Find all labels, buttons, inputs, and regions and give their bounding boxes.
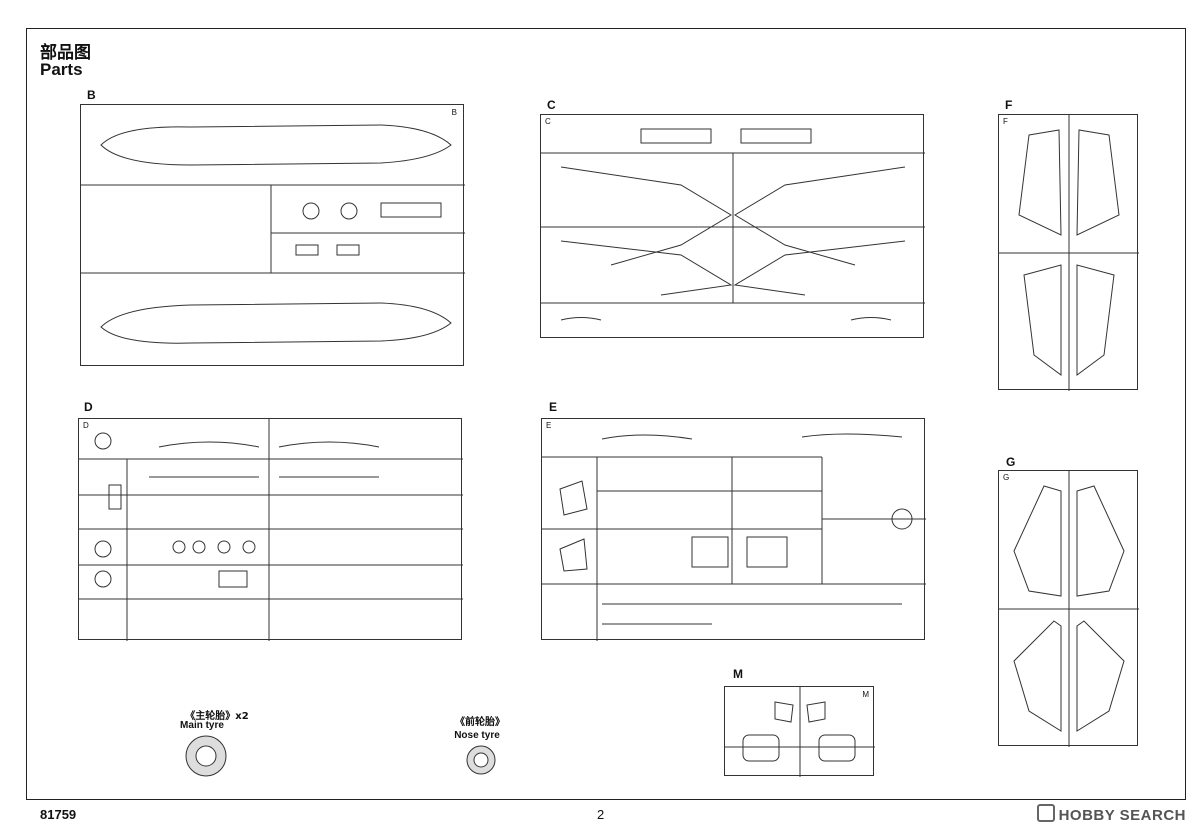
sprue-m-drawing <box>725 687 875 777</box>
nose-tyre-drawing <box>466 745 496 775</box>
sprue-e-letter: E <box>549 400 558 414</box>
sprue-f-letter: F <box>1005 98 1013 112</box>
sprue-e-drawing <box>542 433 926 641</box>
sprue-g-letter: G <box>1006 455 1016 469</box>
sprue-d-drawing <box>79 419 463 641</box>
sprue-b-drawing <box>81 124 465 344</box>
sprue-c-tag: C <box>545 117 551 126</box>
title-english: Parts <box>40 60 83 79</box>
sprue-e: E <box>541 418 926 641</box>
watermark-icon <box>1036 804 1055 822</box>
sprue-g-tag: G <box>1003 473 1010 482</box>
main-tyre-label-en: Main tyre <box>180 720 224 731</box>
sprue-f-tag: F <box>1003 117 1008 126</box>
sprue-b: B <box>80 104 465 366</box>
sprue-d: D <box>78 418 463 641</box>
sprue-f: F <box>998 114 1139 391</box>
page-frame <box>26 28 1186 800</box>
sprue-m: M <box>724 686 875 777</box>
sprue-b-tag: B <box>451 108 457 117</box>
main-tyre-drawing <box>185 735 227 777</box>
product-code: 81759 <box>40 807 77 822</box>
sprue-m-tag: M <box>862 690 869 699</box>
watermark: HOBBY SEARCH <box>1036 804 1186 824</box>
sprue-m-letter: M <box>733 667 743 681</box>
sprue-d-tag: D <box>83 421 89 430</box>
main-tyre-label-cn: 《主轮胎》x2 <box>185 711 249 722</box>
sprue-g-drawing <box>999 471 1139 747</box>
sprue-b-letter: B <box>87 88 96 102</box>
sprue-g: G <box>998 470 1139 747</box>
sprue-c-drawing <box>541 128 925 321</box>
sprue-f-drawing <box>999 115 1139 391</box>
nose-tyre-label-cn: 《前轮胎》 <box>455 717 505 728</box>
sprue-c: C <box>540 114 925 338</box>
nose-tyre-label-en: Nose tyre <box>454 730 500 741</box>
sprue-d-letter: D <box>84 400 93 414</box>
page-number: 2 <box>597 807 605 822</box>
watermark-text: HOBBY SEARCH <box>1058 807 1186 824</box>
title-chinese: 部品图 <box>40 43 91 63</box>
sprue-c-letter: C <box>547 98 556 112</box>
sprue-e-tag: E <box>546 421 552 430</box>
